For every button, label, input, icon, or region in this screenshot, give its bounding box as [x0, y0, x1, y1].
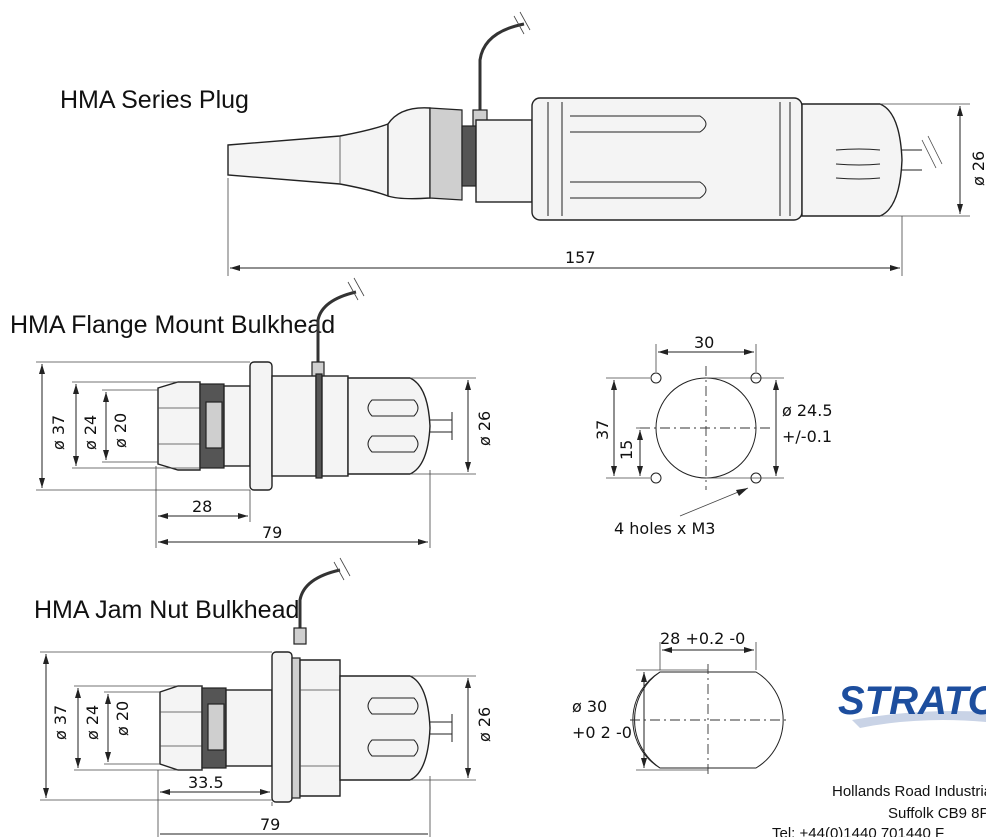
mount-hole-bl: [650, 472, 662, 484]
jam-nut-title: HMA Jam Nut Bulkhead: [34, 596, 299, 624]
flange-dia-20: ø 20: [111, 413, 130, 448]
flange-mount-drawing: ø 37 ø 24 ø 20 ø 26 28 79: [36, 277, 494, 548]
flange-dia-24: ø 24: [81, 415, 100, 450]
cutout-spacing-30: 30: [694, 333, 714, 352]
address-tel: Tel: +44(0)1440 701440 F: [772, 825, 944, 837]
flange-len-28: 28: [192, 497, 212, 516]
flange-dia-26: ø 26: [475, 411, 494, 446]
flange-len-79: 79: [262, 523, 282, 542]
company-logo: STRATOS: [838, 679, 986, 723]
series-plug-title: HMA Series Plug: [60, 86, 249, 114]
jam-len-79: 79: [260, 815, 280, 834]
jam-nut-rear-nut: [339, 675, 431, 781]
address-line-1: Hollands Road Industrial: [832, 783, 986, 800]
jam-cutout-dia: ø 30: [572, 697, 607, 716]
flange-mount-title: HMA Flange Mount Bulkhead: [10, 311, 335, 339]
company-block: STRATOS Hollands Road Industrial Suffolk…: [772, 679, 986, 837]
flange-mount-flange: [249, 361, 273, 491]
jam-nut-drawing: ø 37 ø 24 ø 20 ø 26 33.5 79: [40, 557, 494, 837]
flange-dia-37: ø 37: [49, 415, 68, 450]
series-plug-length-label: 157: [565, 248, 596, 267]
series-plug-drawing: 157 ø 26: [227, 11, 986, 276]
jam-cutout-drawing: 28 +0.2 -0 ø 30 +0 2 -0: [572, 629, 786, 776]
jam-nut-flange: [271, 651, 293, 803]
series-plug-coupling: [475, 119, 533, 203]
flange-cutout-drawing: 30 37 15 ø 24.5 +/-0.1 4 holes x M3: [593, 333, 833, 538]
jam-nut-nut: [299, 659, 341, 797]
cutout-bore-dia: ø 24.5: [782, 401, 833, 420]
jam-cutout-dia-tol: +0 2 -0: [572, 723, 632, 742]
cutout-height-37: 37: [593, 420, 612, 440]
flange-mount-rear-nut: [347, 377, 431, 475]
holes-note: 4 holes x M3: [614, 519, 715, 538]
jam-dia-26: ø 26: [475, 707, 494, 742]
jam-nut-hex: [159, 685, 203, 771]
flange-mount-hex: [157, 381, 201, 471]
jam-cutout-width: 28 +0.2 -0: [660, 629, 745, 648]
series-plug-diameter-label: ø 26: [969, 151, 986, 186]
jam-dia-24: ø 24: [83, 705, 102, 740]
address-line-2: Suffolk CB9 8P: [888, 805, 986, 822]
jam-dia-37: ø 37: [51, 705, 70, 740]
cutout-bore-tol: +/-0.1: [782, 427, 832, 446]
cutout-offset-15: 15: [617, 440, 636, 460]
series-plug-collar: [429, 107, 463, 201]
series-plug-cable-break: [513, 15, 525, 35]
series-plug-cable: [478, 22, 525, 120]
jam-len-33-5: 33.5: [188, 773, 224, 792]
mount-hole-tl: [650, 372, 662, 384]
jam-dia-20: ø 20: [113, 701, 132, 736]
series-plug-rear-nut: [801, 103, 903, 217]
series-plug-nose: [227, 122, 389, 198]
